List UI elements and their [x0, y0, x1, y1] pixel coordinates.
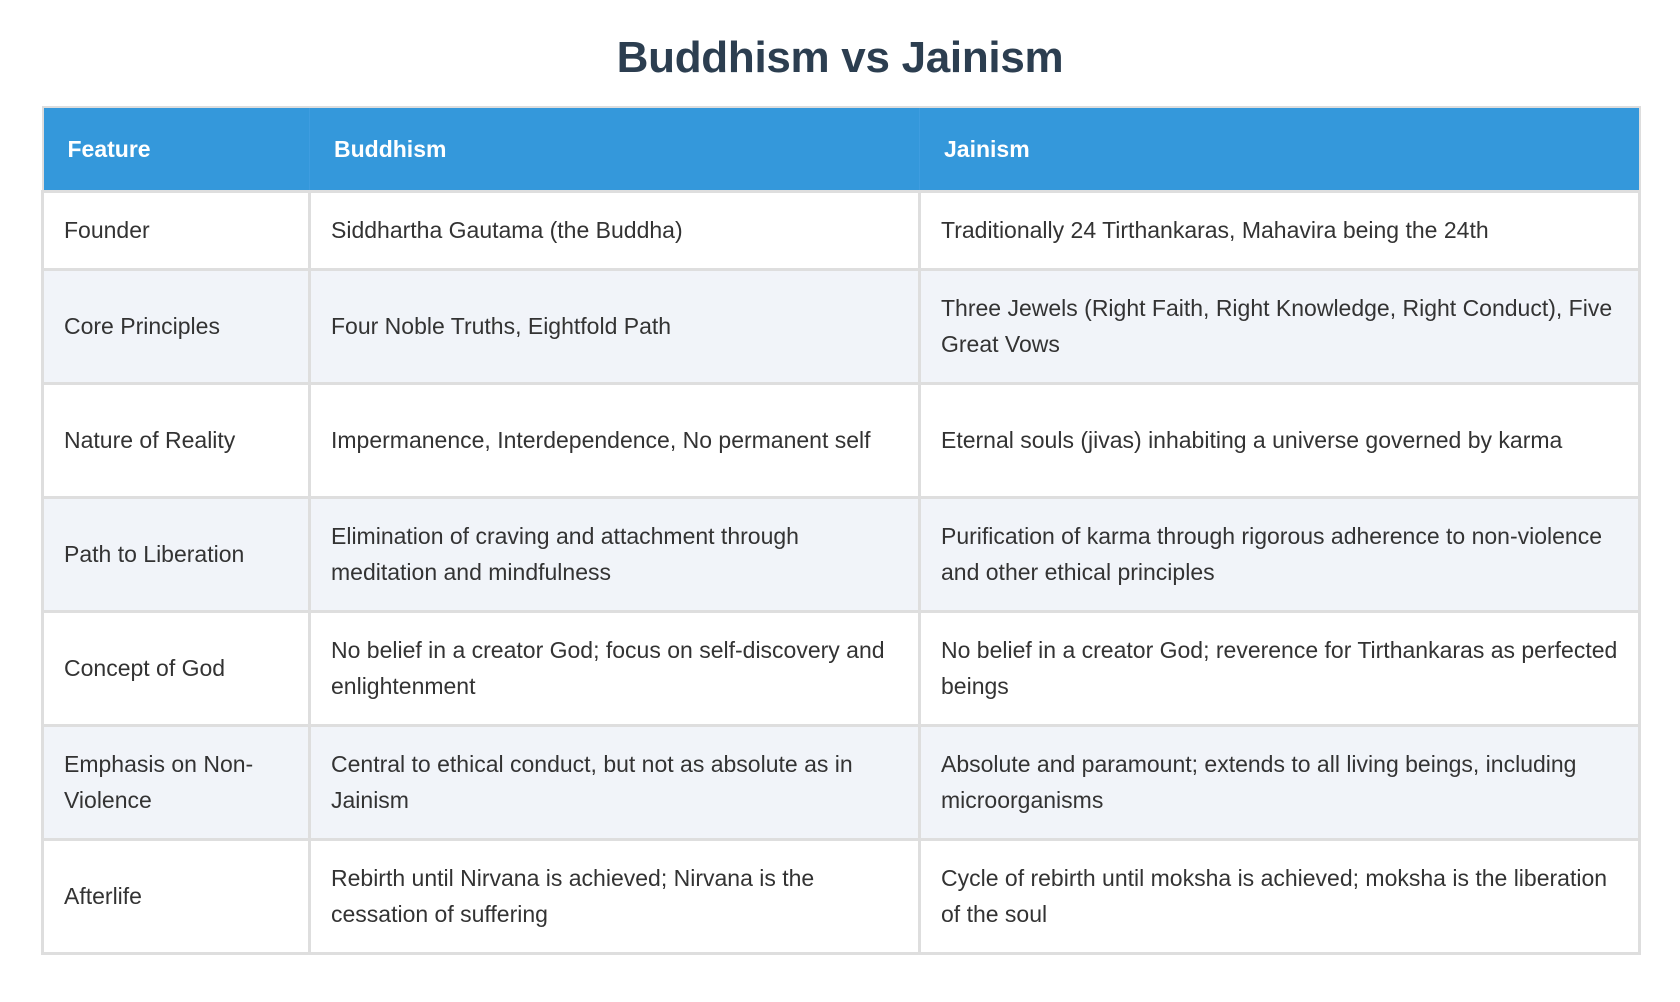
- column-header-feature: Feature: [42, 107, 310, 191]
- page-title: Buddhism vs Jainism: [616, 33, 1064, 82]
- cell-jainism: Cycle of rebirth until moksha is achieve…: [918, 837, 1641, 955]
- table-row-emphasis-on-non-violence: Emphasis on Non-Violence Central to ethi…: [41, 723, 1641, 841]
- table-header: Feature Buddhism Jainism: [42, 107, 1640, 191]
- cell-jainism: Absolute and paramount; extends to all l…: [918, 723, 1641, 841]
- table-row-concept-of-god: Concept of God No belief in a creator Go…: [41, 609, 1641, 727]
- cell-feature: Nature of Reality: [41, 381, 311, 499]
- cell-buddhism: Rebirth until Nirvana is achieved; Nirva…: [308, 837, 921, 955]
- cell-jainism: Three Jewels (Right Faith, Right Knowled…: [918, 267, 1641, 385]
- column-header-buddhism: Buddhism: [309, 107, 920, 191]
- cell-feature: Emphasis on Non-Violence: [41, 723, 311, 841]
- cell-buddhism: Four Noble Truths, Eightfold Path: [308, 267, 921, 385]
- table-row-founder: Founder Siddhartha Gautama (the Buddha) …: [41, 189, 1641, 271]
- cell-feature: Founder: [41, 189, 311, 271]
- cell-feature: Concept of God: [41, 609, 311, 727]
- table-row-afterlife: Afterlife Rebirth until Nirvana is achie…: [41, 837, 1641, 955]
- cell-buddhism: Central to ethical conduct, but not as a…: [308, 723, 921, 841]
- column-header-jainism: Jainism: [919, 107, 1640, 191]
- table-row-core-principles: Core Principles Four Noble Truths, Eight…: [41, 267, 1641, 385]
- table-body: Founder Siddhartha Gautama (the Buddha) …: [41, 189, 1641, 955]
- cell-jainism: Purification of karma through rigorous a…: [918, 495, 1641, 613]
- table-row-nature-of-reality: Nature of Reality Impermanence, Interdep…: [41, 381, 1641, 499]
- table-row-path-to-liberation: Path to Liberation Elimination of cravin…: [41, 495, 1641, 613]
- cell-feature: Path to Liberation: [41, 495, 311, 613]
- cell-feature: Core Principles: [41, 267, 311, 385]
- cell-jainism: Eternal souls (jivas) inhabiting a unive…: [918, 381, 1641, 499]
- cell-buddhism: No belief in a creator God; focus on sel…: [308, 609, 921, 727]
- cell-feature: Afterlife: [41, 837, 311, 955]
- cell-jainism: No belief in a creator God; reverence fo…: [918, 609, 1641, 727]
- header-row: Feature Buddhism Jainism: [42, 107, 1640, 191]
- cell-buddhism: Siddhartha Gautama (the Buddha): [308, 189, 921, 271]
- cell-buddhism: Impermanence, Interdependence, No perman…: [308, 381, 921, 499]
- cell-jainism: Traditionally 24 Tirthankaras, Mahavira …: [918, 189, 1641, 271]
- cell-buddhism: Elimination of craving and attachment th…: [308, 495, 921, 613]
- comparison-table: Feature Buddhism Jainism Founder Siddhar…: [41, 106, 1641, 955]
